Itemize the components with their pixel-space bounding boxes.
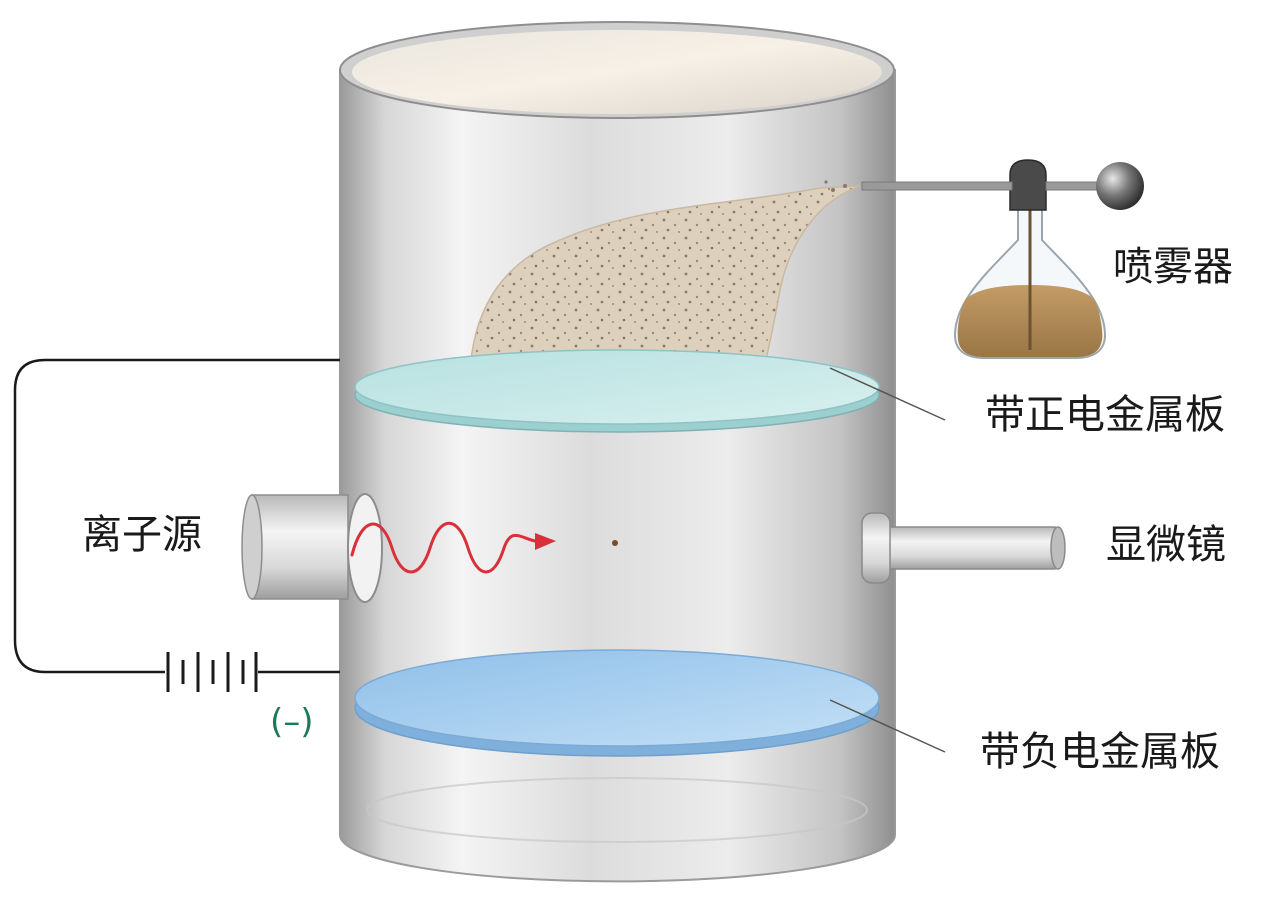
atomizer <box>824 159 1144 359</box>
oil-droplet <box>612 540 618 546</box>
microscope-label: 显微镜 <box>1106 522 1226 568</box>
positive-plate <box>354 349 880 433</box>
microscope-tube <box>861 512 1066 584</box>
negative-plate <box>354 649 880 757</box>
circuit-wire <box>13 358 340 674</box>
leader-lines <box>829 367 946 753</box>
positive-plate-label: 带正电金属板 <box>985 392 1225 438</box>
negative-plate-label: 带负电金属板 <box>980 729 1220 775</box>
battery-symbol <box>166 652 258 692</box>
cylinder-top-opening <box>339 21 895 119</box>
atomizer-bulb <box>1096 162 1144 210</box>
atomizer-label: 喷雾器 <box>1113 244 1233 290</box>
ion-source-label: 离子源 <box>82 512 202 558</box>
ion-radiation-wave <box>350 521 618 574</box>
ion-source-tube <box>241 493 383 603</box>
battery-negative-sign: (–) <box>270 702 314 742</box>
